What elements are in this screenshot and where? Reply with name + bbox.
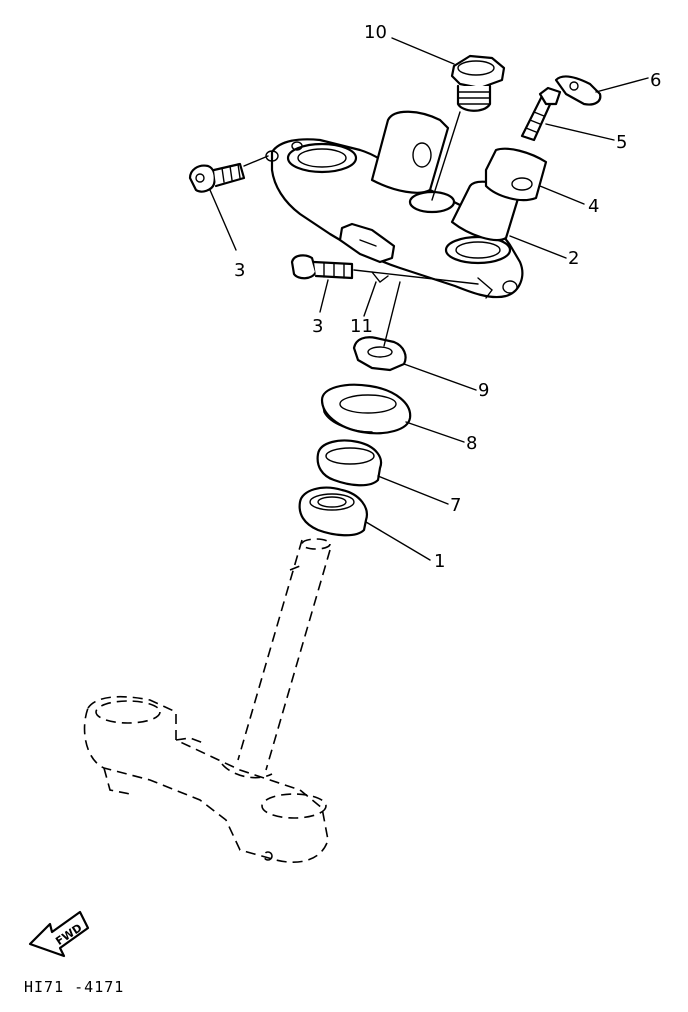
callout-8: 8 [466, 433, 477, 454]
callout-3-lower: 3 [312, 316, 323, 337]
callout-2: 2 [568, 248, 579, 269]
washer-part-6 [554, 75, 602, 106]
leader-7 [377, 475, 449, 505]
leader-3-upper-bolt [243, 155, 269, 167]
pinch-bolt-3-lower [290, 254, 354, 280]
callout-9: 9 [478, 380, 489, 401]
leader-4 [539, 185, 585, 205]
bearing-cover-part-8 [320, 383, 412, 435]
callout-1: 1 [434, 551, 445, 572]
leader-3-upper [209, 189, 237, 251]
leader-10 [391, 37, 455, 65]
fwd-arrow-icon [28, 910, 90, 958]
leader-stem-axis [383, 281, 401, 347]
callout-7: 7 [450, 495, 461, 516]
steering-stem-lower-bracket [83, 538, 331, 863]
fwd-arrow-badge: FWD [28, 910, 90, 958]
cap-part-4 [484, 147, 548, 202]
leader-9 [403, 363, 477, 391]
callout-3-upper: 3 [234, 260, 245, 281]
bolt-part-5 [520, 86, 562, 142]
drawing-code: HI71 -4171 [24, 978, 124, 996]
leader-8 [405, 421, 465, 443]
pinch-bolt-3-upper [188, 162, 246, 193]
bearing-part-1 [298, 486, 368, 537]
callout-5: 5 [616, 132, 627, 153]
bearing-part-7 [316, 439, 383, 487]
callout-4: 4 [588, 196, 599, 217]
leader-1 [365, 521, 431, 561]
leader-3-lower-bolt [353, 269, 479, 285]
leader-10-down [431, 111, 461, 201]
callout-6: 6 [650, 70, 661, 91]
leader-2 [509, 235, 567, 259]
callout-labels: 10 6 5 4 2 3 3 11 9 8 7 1 [234, 22, 661, 572]
leader-lines [209, 37, 649, 561]
clamp-part-11 [338, 222, 396, 283]
upper-bracket [265, 110, 524, 299]
callout-11: 11 [350, 316, 373, 337]
leader-11 [363, 281, 377, 317]
top-bolt-part-10 [450, 54, 506, 112]
leader-3-lower [319, 279, 329, 313]
ring-nut-part-9 [352, 336, 407, 372]
callout-10: 10 [364, 22, 387, 43]
leader-5 [545, 123, 615, 141]
leader-6 [595, 77, 649, 93]
